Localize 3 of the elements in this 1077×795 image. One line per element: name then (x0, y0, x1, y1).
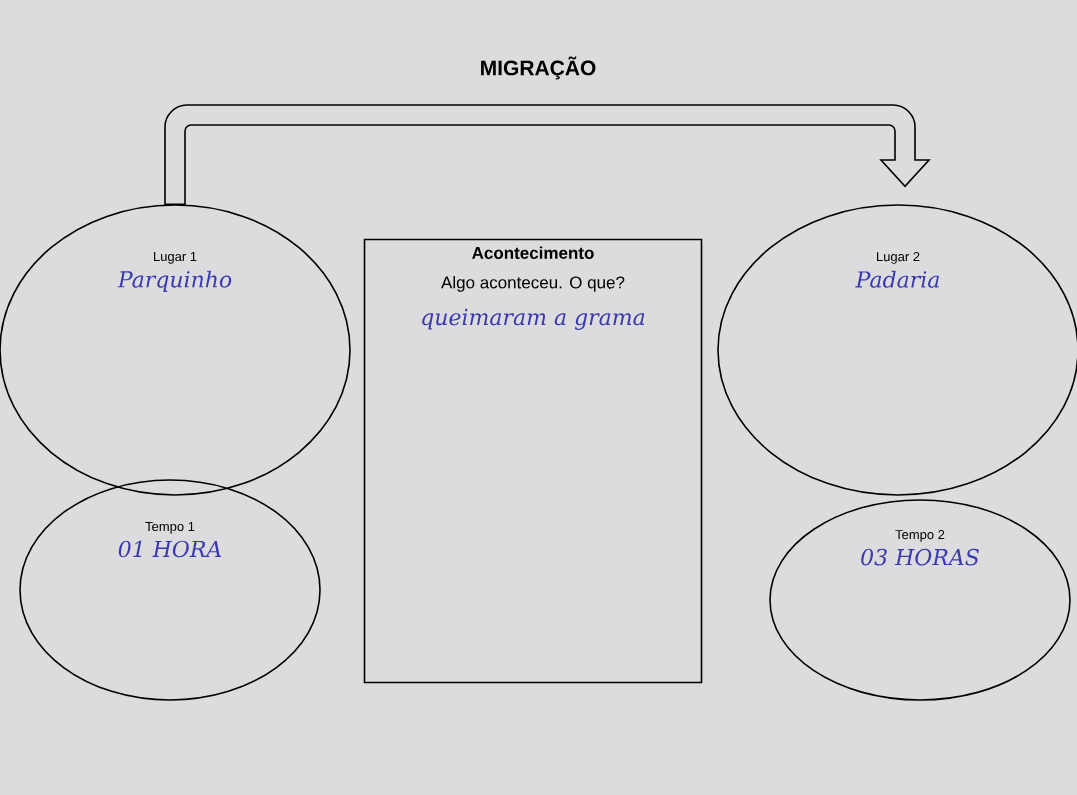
block-arrow (164, 104, 930, 205)
title: MIGRAÇÃO (481, 56, 596, 80)
event-box: Acontecimento Algo aconteceu. O que? queimaram a grama (363, 238, 703, 684)
